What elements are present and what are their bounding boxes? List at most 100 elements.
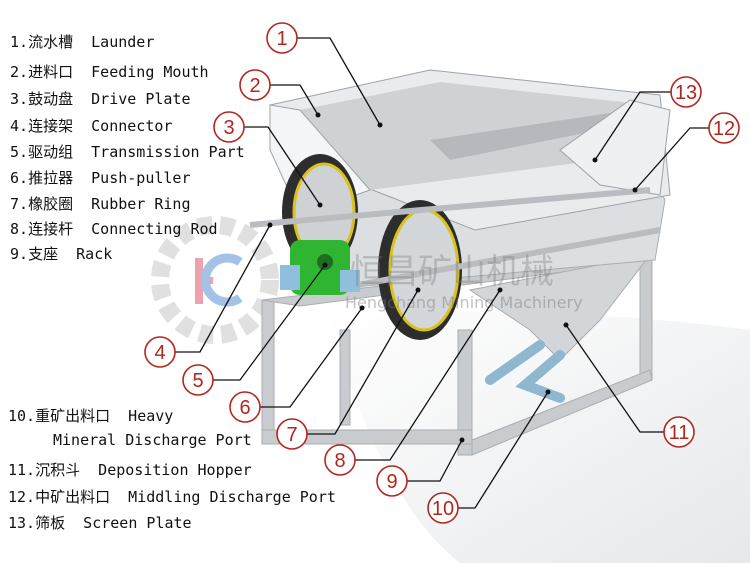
launder: [269, 69, 671, 231]
callout-number: 4: [154, 342, 165, 364]
legend-cn: 中矿出料口: [35, 488, 111, 506]
callout-number: 5: [192, 370, 203, 392]
legend-en: Rack: [76, 245, 113, 263]
legend-en: Drive Plate: [91, 90, 191, 108]
callout-11: 11: [663, 416, 695, 448]
legend-number: 10.: [8, 407, 36, 425]
legend-number: 1.: [10, 33, 29, 51]
legend-en: Connecting Rod: [91, 220, 218, 238]
callout-number: 13: [675, 82, 697, 104]
legend-en: Rubber Ring: [91, 195, 191, 213]
legend-number: 8.: [10, 220, 29, 238]
callout-circle: [266, 22, 298, 54]
callout-circle: [182, 364, 214, 396]
callout-circle: [144, 336, 176, 368]
callout-10: 10: [427, 492, 459, 524]
legend-item-5: 5.驱动组 Transmission Part: [10, 143, 245, 161]
legend-cn: 推拉器: [28, 169, 74, 187]
callout-number: 10: [432, 498, 454, 520]
callout-circle: [670, 76, 702, 108]
watermark-cn: 恒昌矿山机械: [350, 252, 554, 292]
legend-item-7: 7.橡胶圈 Rubber Ring: [10, 195, 190, 213]
callout-5: 5: [182, 364, 214, 396]
legend-number: 13.: [8, 514, 36, 532]
legend-item-1: 1.流水槽 Launder: [10, 33, 154, 51]
legend-cn: 橡胶圈: [28, 195, 74, 213]
legend-en-cont: Mineral Discharge Port: [53, 431, 252, 449]
callout-number: 2: [249, 75, 260, 97]
legend-en: Transmission Part: [91, 143, 245, 161]
callout-13: 13: [670, 76, 702, 108]
callout-number: 7: [286, 424, 297, 446]
screen-plate: [430, 110, 650, 160]
legend-item-11: 11.沉积斗 Deposition Hopper: [8, 461, 252, 479]
legend-cn: 驱动组: [28, 143, 74, 161]
legend-en: Connector: [91, 117, 173, 135]
callout-3: 3: [213, 111, 245, 143]
legend-number: 5.: [10, 143, 29, 161]
callout-number: 3: [223, 117, 234, 139]
legend-item-3: 3.鼓动盘 Drive Plate: [10, 90, 190, 108]
legend-en: Feeding Mouth: [91, 63, 209, 81]
callout-circle: [276, 418, 308, 450]
callout-circle: [376, 465, 408, 497]
callout-8: 8: [324, 444, 356, 476]
legend-en: Push-puller: [91, 169, 191, 187]
legend-cn: 重矿出料口: [35, 407, 111, 425]
callout-number: 12: [713, 118, 735, 140]
callout-7: 7: [276, 418, 308, 450]
callout-number: 11: [669, 422, 690, 444]
legend-cn: 沉积斗: [35, 461, 81, 479]
callout-number: 1: [276, 28, 287, 50]
legend-item-2: 2.进料口 Feeding Mouth: [10, 63, 209, 81]
legend-cn: 连接杆: [28, 220, 74, 238]
legend-item-6: 6.推拉器 Push-puller: [10, 169, 190, 187]
callout-circle: [708, 112, 740, 144]
legend-cn: 进料口: [28, 63, 74, 81]
callout-number: 9: [386, 471, 397, 493]
legend-cn: 流水槽: [28, 33, 74, 51]
callout-12: 12: [708, 112, 740, 144]
legend-number: 11.: [8, 461, 36, 479]
legend-number: 2.: [10, 63, 29, 81]
legend-number: 6.: [10, 169, 29, 187]
connecting-rods: [249, 187, 661, 293]
legend-item-9: 9.支座 Rack: [10, 245, 112, 263]
legend-number: 7.: [10, 195, 29, 213]
callout-number: 8: [334, 450, 345, 472]
callout-1: 1: [266, 22, 298, 54]
leader-lines: [175, 37, 709, 509]
legend-item-4: 4.连接架 Connector: [10, 117, 172, 135]
leader-dots: [267, 112, 638, 443]
callout-circle: [663, 416, 695, 448]
legend-cn: 筛板: [35, 514, 66, 532]
callout-2: 2: [239, 69, 271, 101]
legend-en: Middling Discharge Port: [128, 488, 336, 506]
legend-number: 12.: [8, 488, 36, 506]
legend-number: 9.: [10, 245, 29, 263]
callout-circle: [213, 111, 245, 143]
callout-number: 6: [239, 397, 250, 419]
callout-circle: [427, 492, 459, 524]
legend-cn: 鼓动盘: [28, 90, 74, 108]
legend-number: 4.: [10, 117, 29, 135]
callout-circle: [324, 444, 356, 476]
legend-en: Screen Plate: [83, 514, 192, 532]
callout-6: 6: [229, 391, 261, 423]
legend-item-8: 8.连接杆 Connecting Rod: [10, 220, 218, 238]
legend-item-12: 12.中矿出料口 Middling Discharge Port: [8, 488, 336, 506]
legend-item-13: 13.筛板 Screen Plate: [8, 514, 192, 532]
callout-circle: [229, 391, 261, 423]
watermark-en: Hengchang Mining Machinery: [345, 293, 583, 312]
callout-circle: [239, 69, 271, 101]
legend-en: Launder: [91, 33, 155, 51]
transmission-gearbox: [280, 240, 360, 295]
legend-cn: 支座: [28, 245, 59, 263]
watermark-logo: [151, 216, 279, 344]
legend-number: 3.: [10, 90, 29, 108]
legend-en: Heavy: [128, 407, 174, 425]
legend-cn: 连接架: [28, 117, 74, 135]
